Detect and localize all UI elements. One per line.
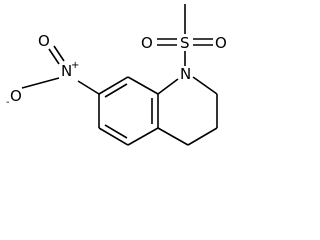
bond-c6-c5 xyxy=(98,127,129,146)
chemical-structure: S O O N N + O O - xyxy=(6,4,227,146)
nitro-n-charge: + xyxy=(71,60,79,71)
nitro-o-charge: - xyxy=(6,97,10,108)
bond-c4-c4a xyxy=(157,127,189,146)
atom-nitro-o-lower-label: O xyxy=(10,87,22,105)
atom-o-right-label: O xyxy=(215,34,227,52)
bond-c5-c4a xyxy=(127,127,159,146)
atom-nitro-n-label: N xyxy=(61,62,72,80)
atom-labels: S O O N N + O O - xyxy=(6,32,227,108)
bond-c8-c7-inner xyxy=(104,83,128,98)
atom-ring-n-label: N xyxy=(180,65,191,83)
bond-c7-nitro-n xyxy=(77,80,100,95)
bond-c8-c7 xyxy=(98,76,129,95)
bond-c6-c5-inner xyxy=(104,124,128,139)
atom-nitro-o-upper-label: O xyxy=(38,32,50,50)
bond-n-c2 xyxy=(192,76,218,95)
bond-nitro-n-o-lower xyxy=(21,77,60,89)
atom-o-left-label: O xyxy=(141,34,153,52)
bond-nitro-n-o-upper-a xyxy=(48,48,60,65)
bond-c8a-n xyxy=(157,78,179,95)
bond-c3-c4 xyxy=(187,127,218,146)
bond-c8a-c8 xyxy=(127,76,159,95)
atom-s-label: S xyxy=(180,34,190,52)
bonds xyxy=(21,4,218,146)
bond-nitro-n-o-upper-b xyxy=(53,45,65,62)
